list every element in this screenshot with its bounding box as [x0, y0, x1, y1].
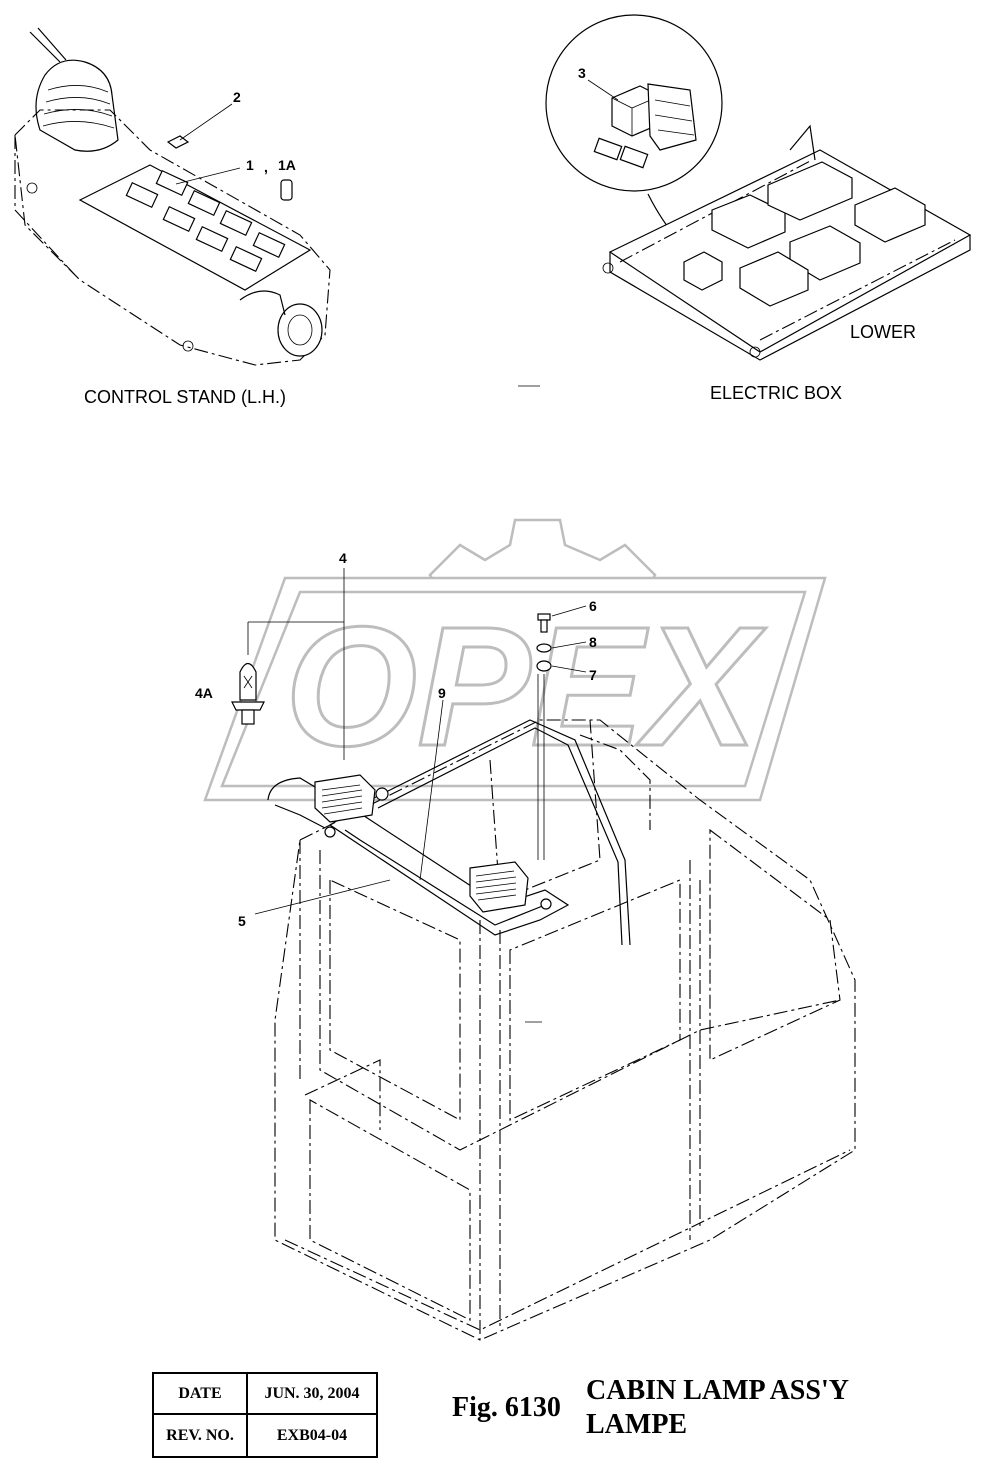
title-block: DATE JUN. 30, 2004 REV. NO. EXB04-04: [152, 1372, 378, 1458]
lamp-bracket-inner: [344, 829, 546, 926]
switch: [229, 245, 263, 273]
cabin-door-lower: [309, 1099, 471, 1321]
date-label: DATE: [154, 1374, 248, 1415]
leader-6: [551, 605, 587, 617]
callout-separator: ,: [264, 159, 268, 175]
electric-box-hole: [602, 262, 614, 274]
fuse-label: [619, 145, 649, 169]
joystick-boot-ribs: [42, 85, 115, 129]
fastener-axis: [537, 674, 545, 860]
date-value: JUN. 30, 2004: [248, 1374, 376, 1415]
opex-watermark: OPEX: [203, 518, 827, 802]
caption-lower: LOWER: [850, 322, 916, 342]
control-stand-knob: [277, 303, 323, 357]
leader-9: [419, 699, 444, 881]
callout-9: 9: [438, 685, 446, 701]
leader-3: [587, 79, 619, 101]
figure-title-line1: CABIN LAMP ASS'Y: [586, 1375, 849, 1406]
control-stand-knob-center: [287, 314, 313, 346]
fuse-label: [593, 137, 623, 161]
caption-control-stand: CONTROL STAND (L.H.): [84, 387, 286, 407]
switch: [155, 169, 189, 197]
cabin-pillar-right: [689, 860, 701, 1240]
leader-5: [254, 879, 391, 915]
relay-socket: [647, 83, 697, 151]
harness: [267, 777, 326, 829]
relay-location: [683, 251, 723, 291]
item-1a-bulb: [280, 179, 293, 201]
leader-4a-bracket: [247, 621, 344, 655]
control-module: [739, 251, 809, 307]
control-module: [711, 194, 786, 249]
lamp-bracket-bar: [328, 809, 570, 936]
leader-7: [551, 665, 587, 673]
cabin-pillars: [299, 840, 501, 1340]
electric-box-bracket: [789, 124, 816, 161]
callout-7: 7: [589, 667, 597, 683]
switch: [252, 231, 286, 259]
callout-1a: 1A: [278, 157, 296, 173]
halogen-bulb-4a: [231, 662, 265, 725]
figure-title: CABIN LAMP ASS'Y LAMPE: [586, 1374, 849, 1442]
callout-5: 5: [238, 913, 246, 929]
callout-8: 8: [589, 634, 597, 650]
fasteners: [536, 613, 552, 672]
nut-7: [536, 660, 552, 672]
item-2-part: [166, 135, 190, 149]
callout-2: 2: [233, 89, 241, 105]
switch: [162, 205, 196, 233]
bolt-6-shank: [540, 619, 548, 633]
leader-1: [175, 167, 241, 185]
leader-2: [179, 103, 233, 141]
washer-8: [536, 643, 552, 653]
cabin-window-left: [329, 879, 461, 1121]
control-stand-wires: [29, 27, 67, 63]
control-stand-drawing: 2 1 , 1A: [14, 27, 331, 366]
relay-socket-lines: [654, 99, 695, 136]
control-stand-body: [14, 109, 331, 366]
callout-3: 3: [578, 65, 586, 81]
callout-4a: 4A: [195, 685, 213, 701]
cabin-roof-hatch: [489, 719, 601, 901]
cabin-door-handle: [304, 1059, 381, 1130]
switch: [219, 209, 253, 237]
switch-group: [125, 169, 286, 273]
cabin-base: [284, 1149, 851, 1331]
electric-box-drawing: 3: [545, 14, 972, 361]
switch: [195, 225, 229, 253]
cabin-window-right: [709, 828, 841, 1061]
electric-box-hole: [749, 346, 761, 358]
switch: [125, 181, 159, 209]
cabin-dash: [319, 850, 841, 1151]
watermark-text: OPEX: [285, 592, 766, 782]
control-module: [854, 187, 926, 243]
callout-6: 6: [589, 598, 597, 614]
switch-panel: [78, 164, 312, 291]
work-lamp-left: [314, 774, 389, 838]
control-stand-hole: [182, 340, 194, 352]
joystick-boot: [35, 59, 119, 152]
cabin-roof-dash: [579, 734, 651, 830]
control-stand-edge: [14, 135, 76, 276]
caption-electric-box: ELECTRIC BOX: [710, 383, 842, 403]
rev-label: REV. NO.: [154, 1415, 248, 1456]
electric-box-plate-edge: [609, 235, 971, 361]
leader-8: [551, 641, 587, 649]
work-lamp-right: [469, 861, 552, 913]
rev-value: EXB04-04: [276, 1426, 348, 1444]
switch: [187, 189, 221, 217]
callout-4: 4: [339, 550, 347, 566]
cabin-drawing: 4 4A 5 6 8 7 9: [195, 550, 856, 1341]
figure-title-line2: LAMPE: [586, 1409, 688, 1440]
callout-1: 1: [246, 157, 254, 173]
cabin-window-front: [509, 879, 681, 1121]
electric-box-modules: [683, 161, 926, 307]
bolt-6-head: [537, 613, 551, 621]
control-stand-hole: [26, 182, 38, 194]
figure-number: Fig. 6130: [452, 1392, 561, 1423]
control-module: [767, 161, 853, 221]
control-stand-harness: [239, 290, 286, 316]
harness-roof: [369, 719, 631, 946]
